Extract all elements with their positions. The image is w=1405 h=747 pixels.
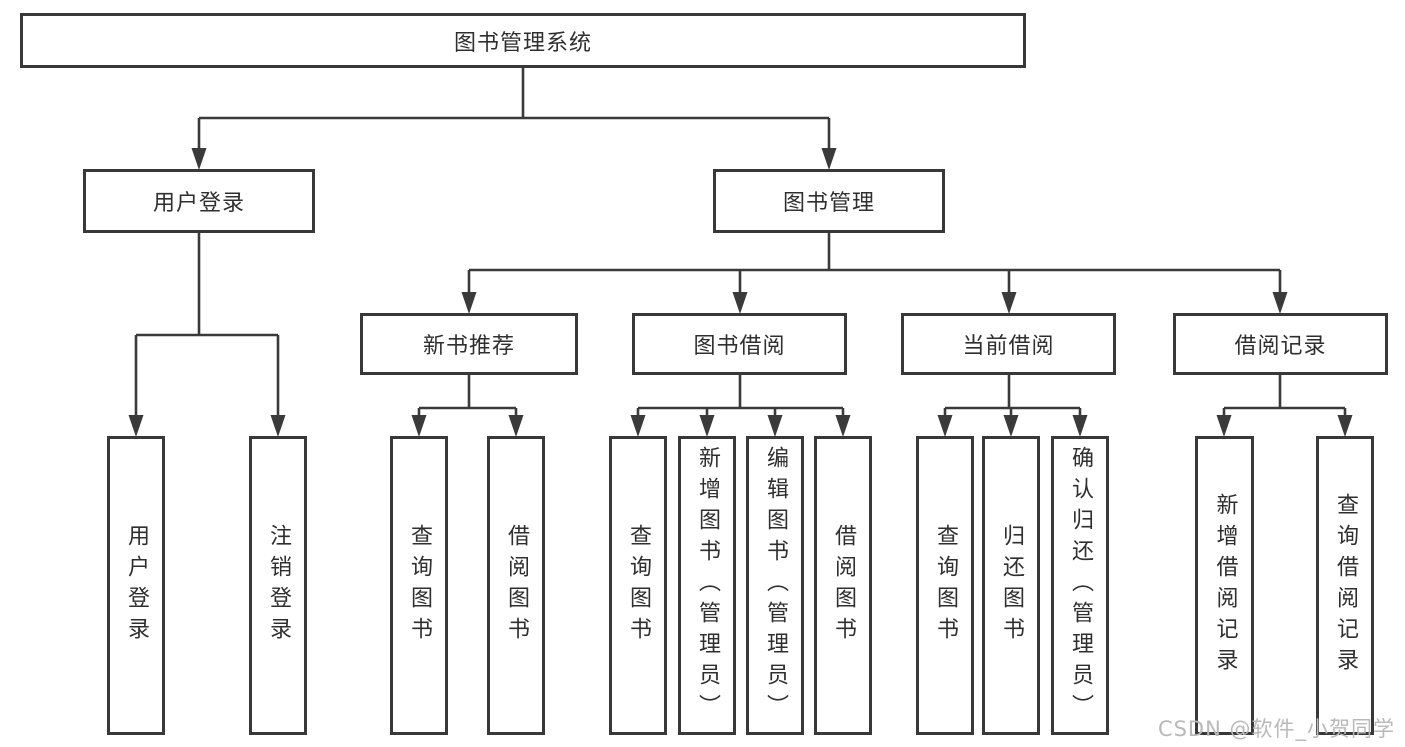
node-label: 注销登录 — [266, 523, 291, 648]
node-label: 借阅图书 — [831, 523, 856, 648]
node-label: 当前借阅 — [962, 334, 1055, 359]
node-label: 图书管理系统 — [453, 30, 592, 56]
node-label: 用户登录 — [152, 191, 245, 216]
node-library-system-root: 图书管理系统 — [20, 13, 1026, 68]
node-label: 查询图书 — [626, 523, 651, 648]
node-label: 图书管理 — [782, 191, 875, 216]
leaf-query-books-current: 查询图书 — [916, 436, 974, 735]
leaf-query-borrow-record: 查询借阅记录 — [1316, 436, 1374, 735]
node-user-login: 用户登录 — [83, 169, 315, 233]
node-label: 借阅记录 — [1234, 334, 1327, 359]
node-label: 新增借阅记录 — [1212, 492, 1238, 679]
node-label: 借阅图书 — [504, 523, 529, 648]
leaf-borrow-books: 借阅图书 — [814, 436, 872, 735]
leaf-add-book-admin: 新增图书（管理员） — [678, 436, 736, 735]
node-label: 查询借阅记录 — [1333, 492, 1358, 679]
leaf-query-books-recommend: 查询图书 — [390, 436, 448, 735]
node-book-borrowing: 图书借阅 — [632, 313, 847, 375]
node-book-management: 图书管理 — [713, 169, 945, 233]
leaf-return-books: 归还图书 — [982, 436, 1040, 735]
node-label: 查询图书 — [407, 523, 432, 648]
node-borrowing-records: 借阅记录 — [1173, 313, 1388, 375]
node-label: 确认归还（管理员） — [1068, 446, 1093, 725]
node-label: 新书推荐 — [422, 334, 515, 359]
leaf-edit-book-admin: 编辑图书（管理员） — [746, 436, 804, 735]
leaf-borrow-books-recommend: 借阅图书 — [487, 436, 545, 735]
node-label: 图书借阅 — [693, 334, 786, 359]
leaf-add-borrow-record: 新增借阅记录 — [1195, 436, 1254, 735]
leaf-confirm-return-admin: 确认归还（管理员） — [1051, 436, 1109, 735]
node-label: 新增图书（管理员） — [695, 446, 720, 725]
node-label: 查询图书 — [933, 523, 958, 648]
node-current-borrowing: 当前借阅 — [901, 313, 1116, 375]
node-label: 编辑图书（管理员） — [763, 446, 788, 725]
node-new-book-recommend: 新书推荐 — [360, 313, 578, 375]
leaf-logout: 注销登录 — [249, 436, 307, 735]
leaf-query-books-borrow: 查询图书 — [609, 436, 667, 735]
node-label: 归还图书 — [999, 523, 1024, 648]
leaf-user-login: 用户登录 — [107, 436, 165, 735]
csdn-watermark: CSDN @软件_小贺同学 — [1157, 717, 1395, 741]
node-label: 用户登录 — [124, 523, 149, 648]
arrowhead-icons — [128, 148, 1353, 437]
